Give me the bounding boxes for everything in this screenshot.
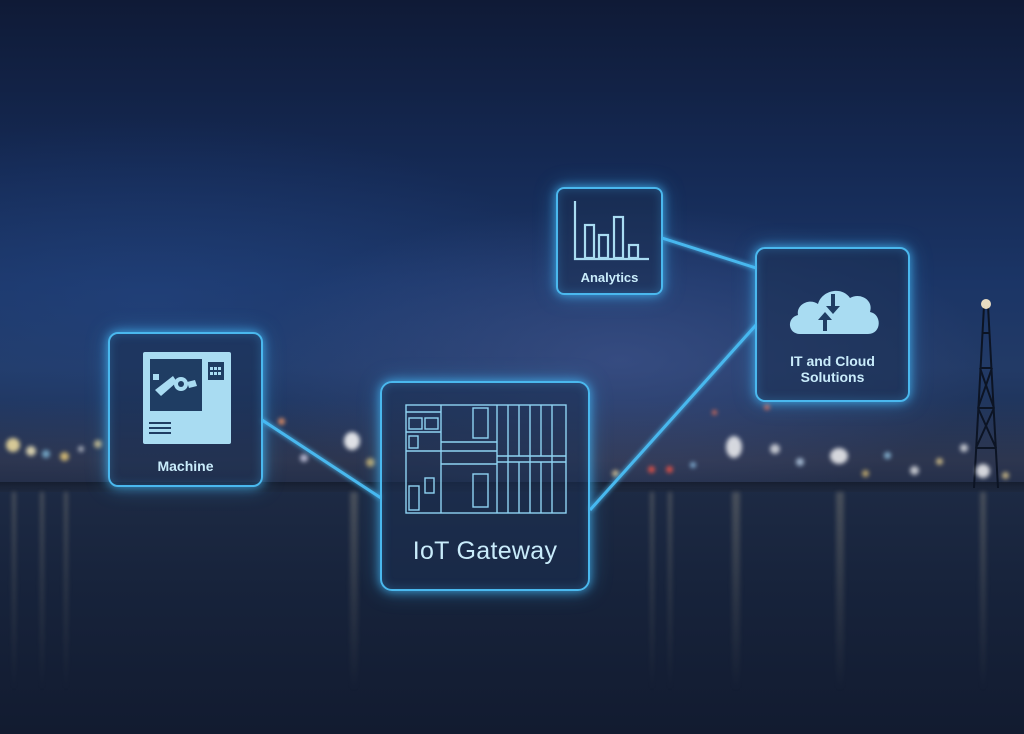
node-it-cloud-solutions-label: IT and Cloud Solutions <box>790 353 875 385</box>
link-machine-gateway <box>261 418 382 500</box>
refinery-tower <box>973 299 999 488</box>
node-machine-label: Machine <box>157 458 214 474</box>
link-gateway-cloud <box>588 323 758 512</box>
cloud-sync-icon <box>784 284 882 341</box>
bar-chart-icon <box>573 199 651 268</box>
node-iot-gateway[interactable]: IoT Gateway <box>380 381 590 591</box>
node-machine[interactable]: Machine <box>108 332 263 487</box>
node-analytics-label: Analytics <box>580 270 639 285</box>
robot-arm-machine-icon <box>143 352 231 449</box>
node-iot-gateway-label: IoT Gateway <box>412 537 558 565</box>
link-analytics-cloud <box>661 236 757 270</box>
gateway-circuit-board-icon <box>405 404 567 519</box>
node-it-cloud-solutions[interactable]: IT and Cloud Solutions <box>755 247 910 402</box>
node-analytics[interactable]: Analytics <box>556 187 663 295</box>
